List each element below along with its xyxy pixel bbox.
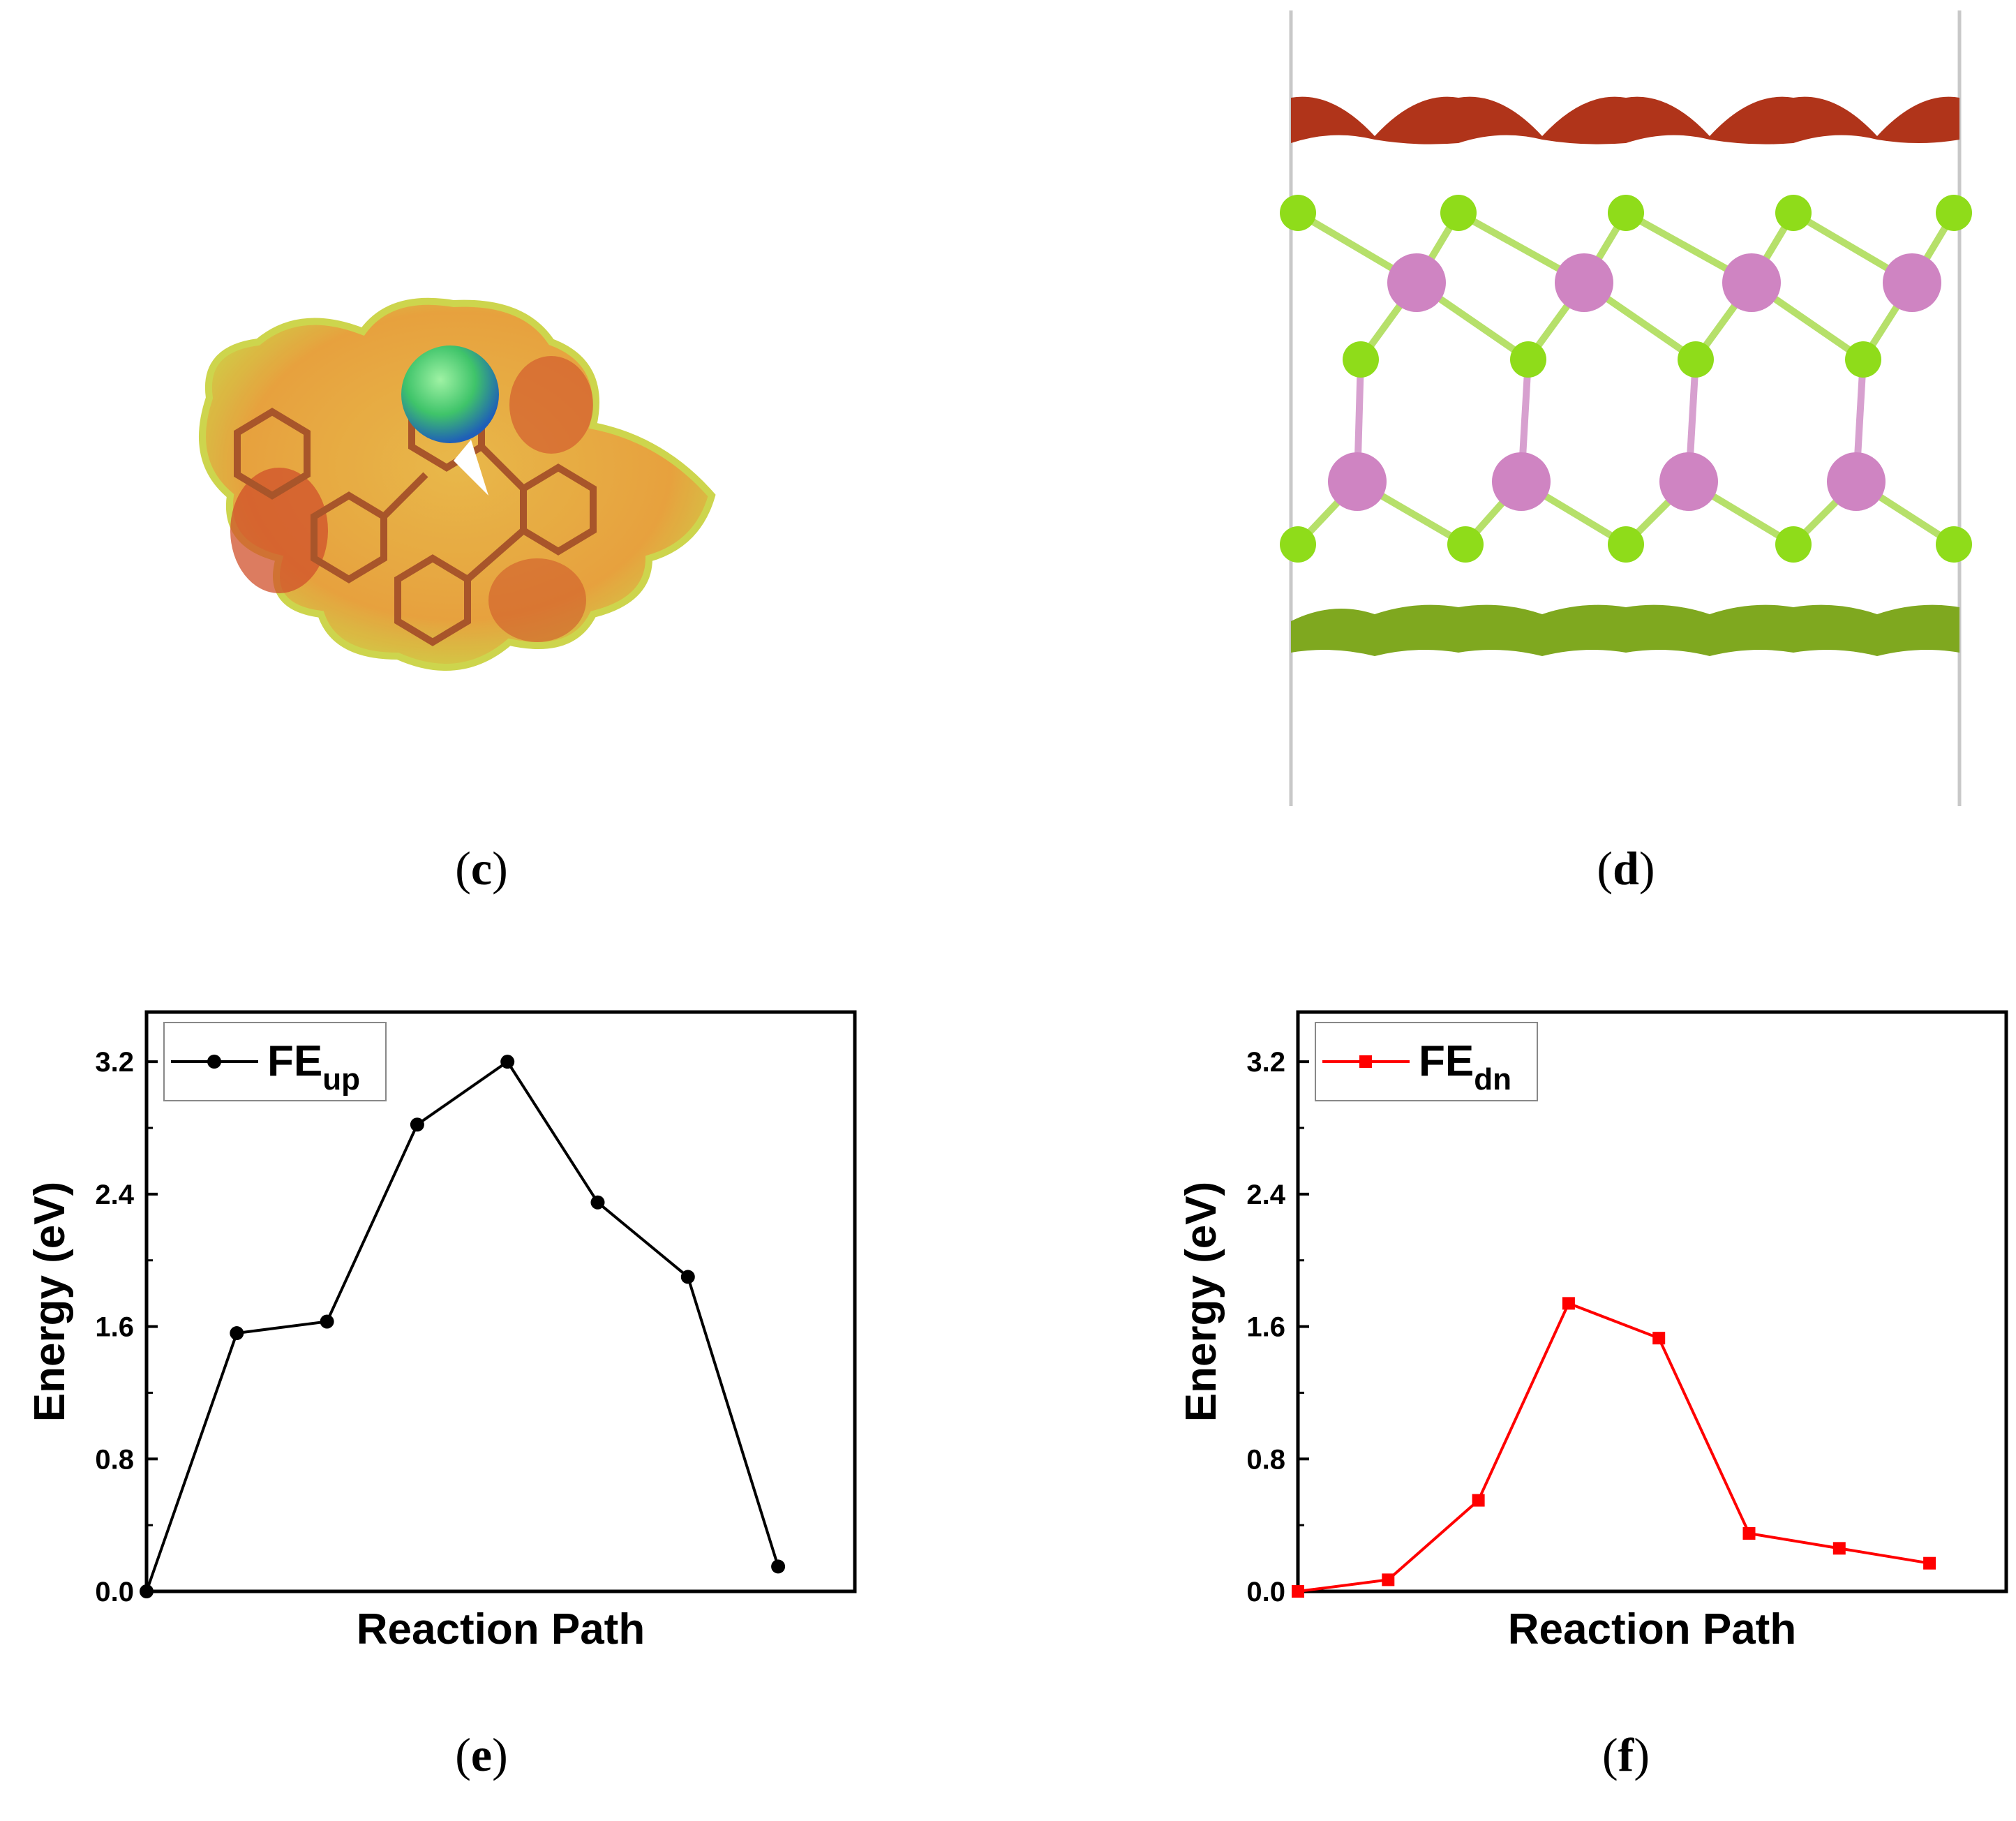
slab-atoms-pink xyxy=(1328,253,1941,511)
data-point xyxy=(1472,1494,1485,1507)
data-point xyxy=(1923,1556,1936,1570)
panel-c-molecule-illustration xyxy=(199,297,716,671)
legend-label-subscript: up xyxy=(322,1062,360,1097)
esp-red-region xyxy=(230,468,328,593)
isosurface-bottom xyxy=(1291,604,1959,656)
slab-atoms-green xyxy=(1280,195,1972,563)
data-point xyxy=(1652,1332,1666,1345)
data-point xyxy=(1742,1527,1756,1540)
data-point xyxy=(140,1584,154,1598)
data-point xyxy=(1292,1585,1304,1598)
y-tick-label: 0.0 xyxy=(95,1577,134,1607)
x-axis-label: Reaction Path xyxy=(357,1605,645,1653)
caption-e-letter: e xyxy=(470,1728,493,1781)
panel-d-slab-illustration xyxy=(1280,10,1972,806)
y-tick-label: 0.0 xyxy=(1246,1577,1285,1607)
plot-frame xyxy=(1296,1010,2008,1593)
legend-label-subscript: dn xyxy=(1474,1062,1511,1097)
plot-frame xyxy=(144,1010,857,1593)
legend-label: FEup xyxy=(267,1037,360,1097)
caption-f: (f) xyxy=(1602,1728,1650,1781)
y-tick-label: 1.6 xyxy=(1246,1312,1285,1343)
y-tick-label: 2.4 xyxy=(95,1180,134,1210)
y-axis-label: Energy (eV) xyxy=(26,1182,74,1422)
esp-red-region xyxy=(488,558,586,642)
y-tick-label: 3.2 xyxy=(1246,1047,1285,1078)
caption-d-letter: d xyxy=(1613,842,1639,895)
data-point xyxy=(320,1314,334,1329)
legend-marker xyxy=(1359,1055,1372,1068)
data-point xyxy=(1382,1573,1395,1586)
data-point xyxy=(771,1559,786,1574)
caption-d: (d) xyxy=(1597,842,1655,895)
caption-e: (e) xyxy=(455,1728,508,1781)
data-point xyxy=(410,1117,424,1132)
y-tick-label: 0.8 xyxy=(1246,1444,1285,1475)
legend-label: FEdn xyxy=(1419,1037,1511,1097)
data-point xyxy=(500,1055,515,1069)
data-point xyxy=(1832,1542,1846,1555)
series-line xyxy=(145,1060,780,1592)
caption-f-letter: f xyxy=(1618,1728,1634,1781)
legend-label-name: FE xyxy=(1419,1037,1474,1085)
series-line xyxy=(1297,1301,1930,1593)
caption-c-letter: c xyxy=(470,842,493,895)
molecule-skeleton xyxy=(234,380,597,646)
metal-atom-ball xyxy=(401,345,499,443)
y-tick-label: 0.8 xyxy=(95,1444,134,1475)
isosurface-top xyxy=(1291,96,1959,144)
esp-gap xyxy=(454,440,488,496)
y-tick-label: 2.4 xyxy=(1246,1180,1285,1210)
legend-marker xyxy=(207,1055,221,1069)
data-point xyxy=(590,1195,605,1210)
esp-red-region xyxy=(509,356,593,454)
caption-c: (c) xyxy=(455,842,508,895)
legend-label-name: FE xyxy=(267,1037,322,1085)
data-point xyxy=(1562,1297,1575,1310)
x-axis-label: Reaction Path xyxy=(1508,1605,1796,1653)
y-tick-label: 3.2 xyxy=(95,1047,134,1078)
y-tick-label: 1.6 xyxy=(95,1312,134,1343)
data-point xyxy=(680,1270,695,1284)
y-axis-label: Energy (eV) xyxy=(1177,1182,1225,1422)
data-point xyxy=(230,1326,244,1341)
